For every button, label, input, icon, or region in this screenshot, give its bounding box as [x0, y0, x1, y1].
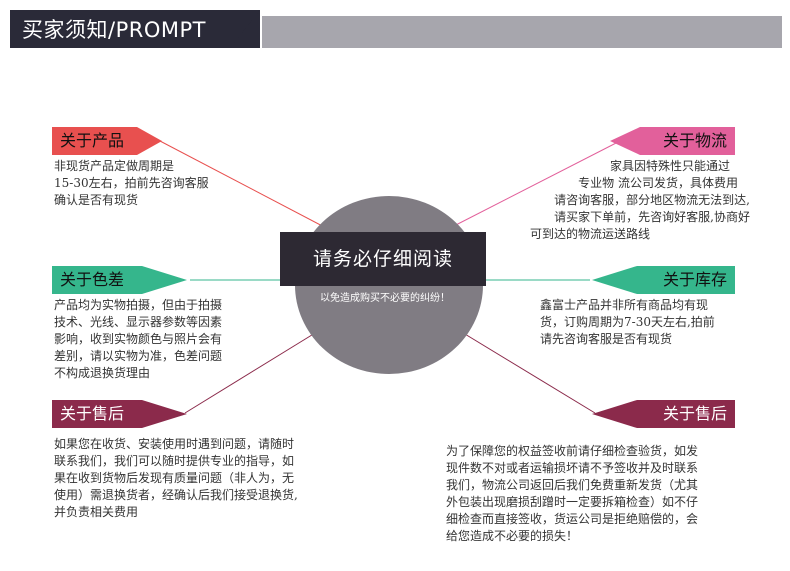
product-text: 非现货产品定做周期是 15-30左右，拍前先咨询客服 确认是否有现货	[54, 159, 209, 207]
tag-logistics-bg	[610, 127, 735, 155]
tag-product-bg	[52, 127, 162, 155]
tag-logistics: 关于物流	[662, 131, 727, 150]
tag-stock-bg	[592, 266, 735, 294]
tag-stock: 关于库存	[662, 270, 727, 289]
tag-product: 关于产品	[60, 131, 125, 150]
header-dark-bar	[10, 10, 260, 48]
tag-aftersale-right-bg	[592, 400, 735, 428]
header-grey-bar	[262, 16, 782, 48]
tag-aftersale-right: 关于售后	[662, 404, 727, 423]
header-slant	[230, 10, 260, 48]
logistics-text: 家具因特殊性只能通过 专业物 流公司发货，具体费用 请咨询客服，部分地区物流无法…	[529, 159, 750, 241]
center-title: 请务必仔细阅读	[280, 232, 486, 286]
page-title: 买家须知/PROMPT	[22, 18, 206, 42]
tag-color-bg	[52, 266, 187, 294]
tag-aftersale-left-bg	[52, 400, 187, 428]
tag-aftersale-left: 关于售后	[60, 404, 125, 423]
stock-text: 鑫富士产品并非所有商品均有现 货，订购周期为7-30天左右,拍前 请先咨询客服是…	[540, 298, 715, 346]
aftersale-left-text: 如果您在收货、安装使用时遇到问题，请随时 联系我们，我们可以随时提供专业的指导，…	[54, 437, 298, 519]
center-subtitle: 以免造成购买不必要的纠纷！	[320, 293, 450, 304]
aftersale-right-text: 为了保障您的权益签收前请仔细检查验货，如发 现件数不对或者运输损坏请不予签收并及…	[446, 444, 699, 543]
tag-color: 关于色差	[60, 270, 125, 289]
color-text: 产品均为实物拍摄，但由于拍摄 技术、光线、显示器参数等因素 影响，收到实物颜色与…	[54, 298, 223, 380]
